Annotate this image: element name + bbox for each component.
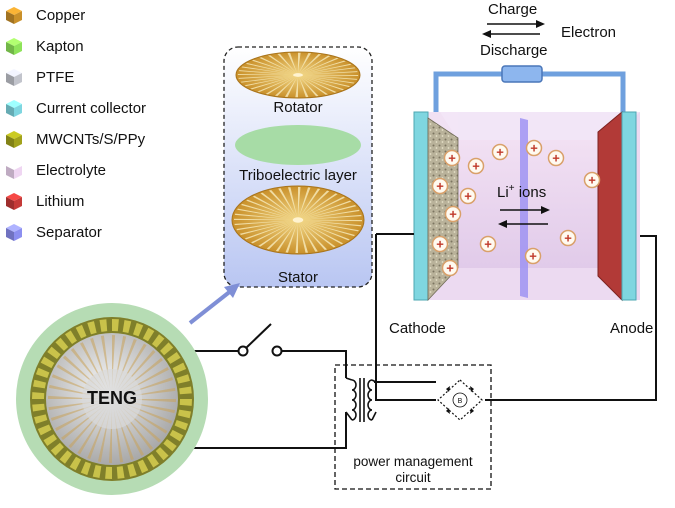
anode-label: Anode (610, 320, 653, 337)
svg-text:+: + (448, 151, 456, 166)
rotator-label: Rotator (273, 99, 322, 116)
electron-flow-indicator: Charge Discharge Electron (480, 1, 616, 59)
svg-text:+: + (464, 189, 472, 204)
legend-swatch-cube (6, 131, 22, 148)
legend-label: Current collector (36, 100, 146, 117)
legend-label: Kapton (36, 38, 84, 55)
legend-label: Copper (36, 7, 85, 24)
legend-swatch-cube (6, 69, 22, 86)
power-management-circuit: B power management circuit (334, 364, 492, 490)
bridge-rectifier: B (437, 379, 483, 421)
stator-label: Stator (278, 269, 318, 286)
external-load (501, 65, 543, 83)
battery-cell: ++++++++++++++ Li+ ions Cathode Anode (389, 65, 653, 337)
svg-text:+: + (472, 159, 480, 174)
svg-text:+: + (588, 173, 596, 188)
circuit-switch (237, 323, 283, 357)
svg-text:+: + (449, 207, 457, 222)
anode-current-collector (621, 111, 637, 301)
svg-text:+: + (564, 231, 572, 246)
legend-label: Separator (36, 224, 102, 241)
teng-electrode-segments (32, 319, 192, 479)
lithium-ion: + (479, 235, 497, 253)
triboelectric-layer-disc (235, 125, 361, 165)
bridge-symbol: B (458, 398, 463, 405)
lithium-ion: + (547, 149, 565, 167)
svg-text:+: + (496, 145, 504, 160)
li-ions-label: Li+ ions (497, 183, 546, 201)
legend-label: Electrolyte (36, 162, 106, 179)
lithium-ion: + (525, 139, 543, 157)
pmc-label-line2: circuit (395, 470, 431, 485)
svg-text:+: + (484, 237, 492, 252)
transformer (345, 377, 377, 422)
pmc-frame (334, 364, 492, 490)
legend-item: Electrolyte (6, 162, 106, 179)
rotator-disc (235, 51, 361, 99)
svg-text:+: + (530, 141, 538, 156)
legend-swatch-cube (6, 7, 22, 24)
svg-text:+: + (436, 237, 444, 252)
teng-label: TENG (87, 388, 137, 408)
legend-item: MWCNTs/S/PPy (6, 131, 146, 148)
lithium-ion: + (444, 205, 462, 223)
legend-label: PTFE (36, 69, 74, 86)
svg-text:+: + (552, 151, 560, 166)
cathode-current-collector (413, 111, 429, 301)
circuit-wires (184, 233, 657, 449)
teng-device: TENG (16, 303, 208, 495)
legend-item: PTFE (6, 69, 74, 86)
svg-text:+: + (529, 249, 537, 264)
cathode-label: Cathode (389, 320, 446, 337)
lithium-ion: + (491, 143, 509, 161)
svg-text:+: + (446, 261, 454, 276)
lithium-ion: + (431, 177, 449, 195)
legend-item: Lithium (6, 193, 84, 210)
lithium-ion: + (459, 187, 477, 205)
lithium-ion: + (524, 247, 542, 265)
pmc-label-line1: power management (353, 454, 473, 469)
discharge-label: Discharge (480, 42, 548, 59)
lithium-ion: + (583, 171, 601, 189)
legend-swatch-cube (6, 193, 22, 210)
legend-swatch-cube (6, 162, 22, 179)
legend-label: MWCNTs/S/PPy (36, 131, 146, 148)
legend-swatch-cube (6, 224, 22, 241)
legend-swatch-cube (6, 38, 22, 55)
stator-disc (231, 185, 365, 255)
svg-text:+: + (436, 179, 444, 194)
legend-item: Kapton (6, 38, 84, 55)
legend-item: Current collector (6, 100, 146, 117)
triboelectric-layer-label: Triboelectric layer (239, 167, 357, 184)
lithium-ion: + (431, 235, 449, 253)
lithium-ion: + (443, 149, 461, 167)
charge-label: Charge (488, 1, 537, 18)
zoom-arrow (188, 283, 240, 325)
teng-layer-inset: Rotator Triboelectric layer Stator (223, 46, 373, 288)
lithium-ion-group: ++++++++++++++ (431, 139, 601, 277)
lithium-ion: + (467, 157, 485, 175)
lithium-anode (597, 110, 623, 302)
lithium-ion: + (441, 259, 459, 277)
legend-label: Lithium (36, 193, 84, 210)
lithium-ion: + (559, 229, 577, 247)
ion-flow-arrows (498, 206, 550, 228)
electron-label: Electron (561, 24, 616, 41)
legend-swatch-cube (6, 100, 22, 117)
legend-item: Separator (6, 224, 102, 241)
legend-item: Copper (6, 7, 85, 24)
